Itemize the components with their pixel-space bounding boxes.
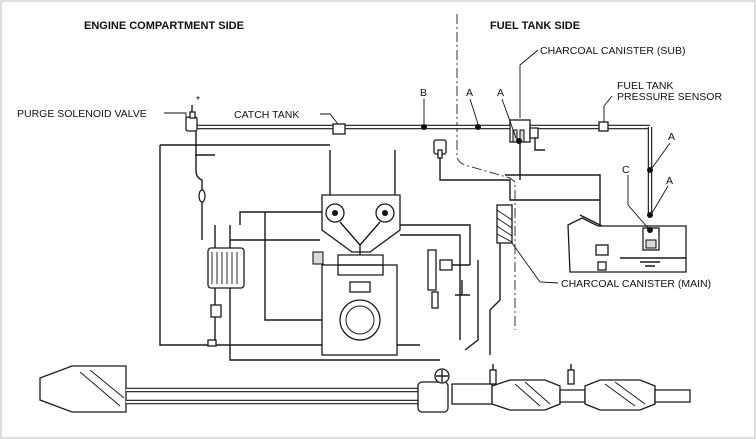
point-a-left-label: A [466, 87, 473, 99]
side-divider-line [456, 14, 516, 330]
fuel-tank [567, 217, 687, 273]
point-c-label: C [622, 164, 630, 176]
charcoal-canister-sub [509, 119, 539, 143]
left-sensor-block [207, 304, 222, 347]
cylinder-head [321, 194, 401, 255]
point-b-dot [421, 124, 427, 130]
point-a-right-bottom-label: A [666, 175, 673, 187]
fuel-tank-side-header: FUEL TANK SIDE [490, 20, 580, 32]
engine-compartment-header: ENGINE COMPARTMENT SIDE [84, 20, 244, 32]
purge-valve-asterisk: * [196, 94, 200, 106]
point-a-right-top-label: A [668, 131, 675, 143]
point-a-mid-dot [516, 138, 522, 144]
fuel-filter-component [433, 139, 447, 159]
injector-assembly [312, 249, 470, 309]
point-a-right-top-dot [647, 167, 653, 173]
catch-tank-lines [439, 150, 601, 240]
air-flow-box [207, 247, 245, 289]
engine-block [321, 254, 398, 356]
point-a-mid-label: A [497, 87, 504, 99]
point-a-left-dot [475, 124, 481, 130]
point-b-label: B [420, 87, 427, 99]
fuel-tank-pressure-sensor [598, 121, 609, 132]
catch-tank-label: CATCH TANK [234, 109, 299, 121]
fuel-tank-pressure-sensor-label-line2: PRESSURE SENSOR [617, 91, 722, 103]
exhaust-system [39, 364, 691, 413]
purge-solenoid-valve [185, 105, 198, 132]
purge-solenoid-valve-label: PURGE SOLENOID VALVE [17, 108, 147, 120]
main-purge-line [195, 124, 653, 215]
catch-tank [332, 123, 346, 135]
leader-lines [164, 49, 671, 284]
point-c-dot [647, 227, 653, 233]
charcoal-canister-main [496, 204, 513, 244]
inline-check-valve-left [198, 189, 206, 203]
point-a-right-bottom-dot [647, 212, 653, 218]
charcoal-canister-main-label: CHARCOAL CANISTER (MAIN) [561, 278, 711, 290]
charcoal-canister-sub-label: CHARCOAL CANISTER (SUB) [540, 45, 685, 57]
fuel-tank-pressure-sensor-label-line1: FUEL TANK [617, 80, 673, 92]
